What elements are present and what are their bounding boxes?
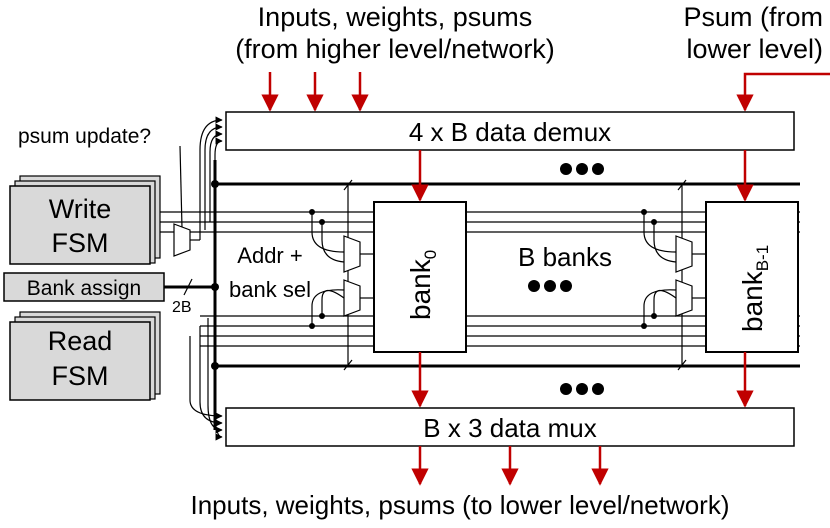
mux-input-fan	[189, 318, 223, 441]
demux-input-fan	[199, 116, 223, 240]
bank-b-minus-1-label: bankB-1	[737, 245, 772, 332]
write-fsm: Write FSM	[9, 175, 161, 265]
mux-label: B x 3 data mux	[423, 413, 596, 443]
read-fsm: Read FSM	[9, 311, 161, 401]
mux-output-arrows	[411, 446, 609, 486]
psum-update-mux	[173, 223, 191, 257]
ellipsis-dots-bottom	[560, 383, 604, 395]
addr-sel-label-line2: bank sel	[229, 277, 311, 302]
demux-label: 4 x B data demux	[409, 117, 611, 147]
psum-lower-label-line2: lower level)	[686, 34, 823, 64]
bank0-mux-dots	[309, 209, 325, 329]
data-mux: B x 3 data mux	[225, 407, 795, 447]
thick-buses	[215, 182, 800, 368]
bank-data-arrows	[411, 150, 754, 408]
b-banks-label: B banks	[518, 242, 612, 272]
read-fsm-label-line2: FSM	[52, 361, 109, 391]
ellipsis-dots-top	[560, 163, 604, 175]
bottom-outputs-label: Inputs, weights, psums (to lower level/n…	[191, 490, 730, 520]
bank-assign-block: Bank assign 2B	[3, 272, 219, 316]
bank-b-minus-1: bankB-1	[705, 201, 799, 353]
bank-0: bank0	[373, 201, 467, 353]
psum-update-label: psum update?	[18, 125, 151, 148]
addr-sel-label-line1: Addr +	[237, 243, 302, 268]
write-fsm-label-line2: FSM	[52, 228, 109, 258]
bank-assign-label: Bank assign	[27, 277, 141, 300]
thin-bus-lines	[160, 211, 800, 347]
bankB1-mux-dots	[641, 209, 657, 329]
top-inputs-label-line2: (from higher level/network)	[235, 34, 555, 64]
bus-width-label: 2B	[172, 299, 192, 316]
ellipsis-dots-middle	[528, 280, 572, 292]
demux-input-arrows	[261, 72, 830, 112]
psum-lower-label-line1: Psum (from	[683, 2, 823, 32]
bank-0-label: bank0	[405, 250, 440, 320]
bankB1-muxes	[643, 212, 706, 326]
data-demux: 4 x B data demux	[225, 111, 795, 151]
vertical-ties	[343, 179, 687, 371]
write-fsm-label-line1: Write	[49, 194, 112, 224]
psum-update-leader	[179, 145, 183, 229]
top-inputs-label-line1: Inputs, weights, psums	[258, 2, 533, 32]
read-fsm-label-line1: Read	[48, 326, 113, 356]
bank0-muxes	[311, 212, 374, 326]
